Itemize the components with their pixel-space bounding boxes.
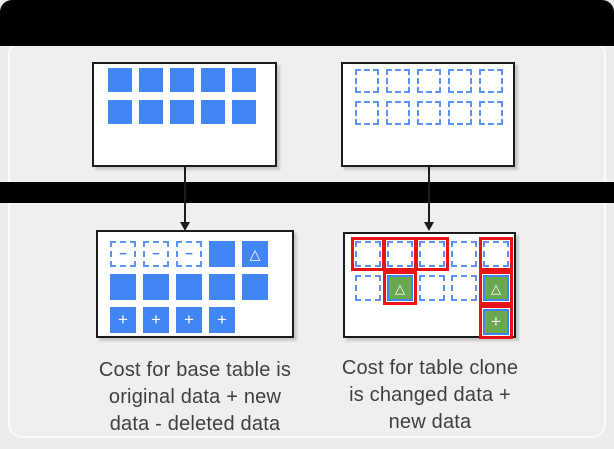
table-clone-original-box [341,62,515,167]
storage-block-dashed: − [110,241,136,267]
storage-block-solid [108,68,132,92]
arrow-stem [428,167,430,222]
block-row [355,241,514,267]
storage-block-solid [201,100,225,124]
storage-block-dashed [417,101,441,125]
storage-block-solid [232,100,256,124]
table-clone-after-box: △△+ [343,232,516,338]
caption-line: data - deleted data [109,413,281,435]
storage-block-dashed [417,69,441,93]
storage-block-dashed [355,69,379,93]
block-row [108,68,275,92]
storage-block-solid [209,241,235,267]
storage-block-solid: + [209,307,235,333]
storage-block-solid [110,274,136,300]
caption-table-clone-cost: Cost for table clone is changed data + n… [310,355,550,436]
triangle-glyph-icon: △ [249,246,261,262]
storage-block-green-highlighted: + [483,309,509,335]
caption-line: original data + new [108,386,282,408]
plus-glyph-icon: + [217,309,227,329]
caption-line: Cost for base table is [98,359,292,381]
triangle-glyph-icon: △ [395,280,405,296]
storage-block-solid: + [176,307,202,333]
block-row: − − − △ [110,241,292,267]
block-row [110,274,292,300]
plus-glyph-icon: + [118,309,128,329]
storage-block-dashed [451,241,477,267]
storage-block-solid [108,100,132,124]
block-row [355,69,513,93]
storage-block-solid [201,68,225,92]
storage-block-dashed [355,275,381,301]
arrowhead-down-icon [424,222,434,231]
caption-line: Cost for table clone [341,357,519,379]
storage-block-solid [170,68,194,92]
storage-block-dashed [355,101,379,125]
storage-block-solid [242,274,268,300]
plus-glyph-icon: + [184,309,194,329]
storage-block-dashed [419,275,445,301]
storage-block-dashed [448,69,472,93]
table-clone-original-grid [355,69,513,133]
block-row [355,101,513,125]
base-table-original-grid [108,68,275,132]
storage-block-solid [176,274,202,300]
section-divider-bar [0,182,614,203]
storage-block-dashed [451,275,477,301]
top-header-bar [0,0,614,46]
storage-block-solid [139,100,163,124]
caption-line: new data [388,411,472,433]
base-table-original-box [92,62,277,167]
storage-block-green-highlighted: △ [387,275,413,301]
storage-block-dashed-highlighted [419,241,445,267]
storage-block-dashed-highlighted [483,241,509,267]
table-clone-after-grid: △△+ [355,241,514,343]
block-row: + [355,309,514,335]
storage-block-dashed: − [176,241,202,267]
minus-glyph-icon: − [152,246,160,261]
block-row [108,100,275,124]
storage-block-solid [209,274,235,300]
arrowhead-down-icon [180,222,190,231]
storage-block-dashed-highlighted [387,241,413,267]
storage-block-dashed [479,101,503,125]
base-table-after-grid: − − − △ + + + + [110,241,292,340]
storage-block-solid [170,100,194,124]
storage-block-solid: △ [242,241,268,267]
down-arrow-left [179,167,191,231]
caption-base-table-cost: Cost for base table is original data + n… [75,357,315,438]
triangle-glyph-icon: △ [491,280,501,296]
storage-block-dashed [386,101,410,125]
storage-block-dashed-highlighted [355,241,381,267]
plus-glyph-icon: + [491,311,501,331]
caption-line: is changed data + [349,384,511,406]
storage-block-solid [232,68,256,92]
storage-block-dashed [386,69,410,93]
arrow-stem [184,167,186,222]
down-arrow-right [423,167,435,231]
storage-block-green-highlighted: △ [483,275,509,301]
plus-glyph-icon: + [151,309,161,329]
storage-block-solid [143,274,169,300]
minus-glyph-icon: − [119,246,127,261]
base-table-after-box: − − − △ + + + + [96,230,294,338]
storage-block-dashed [448,101,472,125]
block-row: + + + + [110,307,292,333]
storage-block-solid: + [143,307,169,333]
minus-glyph-icon: − [185,246,193,261]
storage-block-dashed [479,69,503,93]
storage-block-solid [139,68,163,92]
storage-block-dashed: − [143,241,169,267]
storage-block-solid: + [110,307,136,333]
block-row: △△ [355,275,514,301]
